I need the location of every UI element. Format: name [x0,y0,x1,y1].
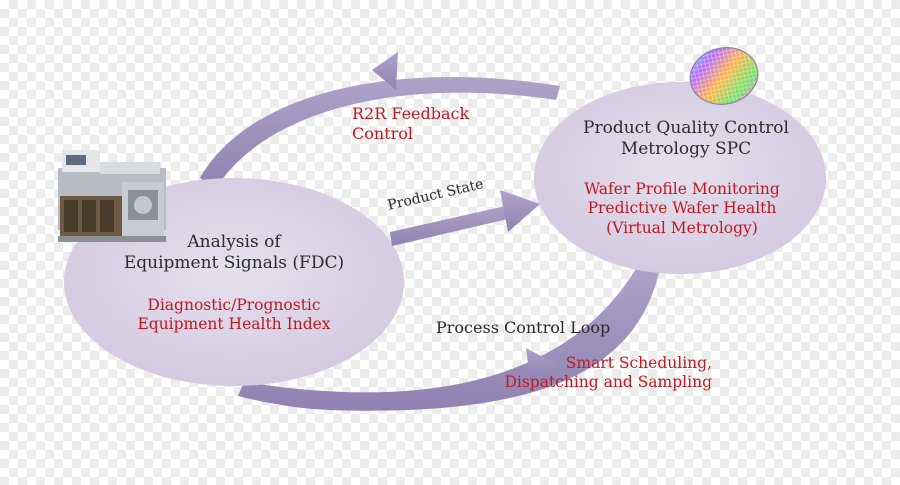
wafer-icon [689,47,759,105]
fdc-title: Analysis of Equipment Signals (FDC) [104,232,364,275]
fdc-detail-line1: Diagnostic/Prognostic [147,296,321,314]
quality-title-line1: Product Quality Control [583,118,789,138]
quality-detail: Wafer Profile Monitoring Predictive Wafe… [556,180,808,238]
process-control-loop-arc [238,262,660,411]
semiconductor-tool-icon [58,150,166,242]
fdc-title-line1: Analysis of [187,232,281,252]
fdc-detail: Diagnostic/Prognostic Equipment Health I… [104,296,364,335]
quality-ellipse [534,82,826,274]
smart-scheduling-line2: Dispatching and Sampling [504,373,712,392]
quality-detail-line3: (Virtual Metrology) [606,218,758,237]
quality-detail-line2: Predictive Wafer Health [587,199,777,218]
product-state-arrow [390,190,540,246]
r2r-label: R2R Feedback Control [352,104,469,144]
quality-detail-line1: Wafer Profile Monitoring [584,180,780,198]
smart-scheduling-line1: Smart Scheduling, [565,354,712,372]
quality-title: Product Quality Control Metrology SPC [566,118,806,161]
r2r-label-line2: Control [352,124,414,143]
smart-scheduling-label: Smart Scheduling, Dispatching and Sampli… [496,354,712,393]
r2r-feedback-arc [200,76,560,188]
r2r-label-line1: R2R Feedback [352,104,470,123]
process-loop-arrowhead [526,348,560,380]
r2r-arrowhead [372,52,398,90]
process-control-loop-label: Process Control Loop [436,318,611,337]
fdc-detail-line2: Equipment Health Index [137,315,331,334]
quality-title-line2: Metrology SPC [620,139,752,160]
fdc-title-line2: Equipment Signals (FDC) [123,253,345,274]
